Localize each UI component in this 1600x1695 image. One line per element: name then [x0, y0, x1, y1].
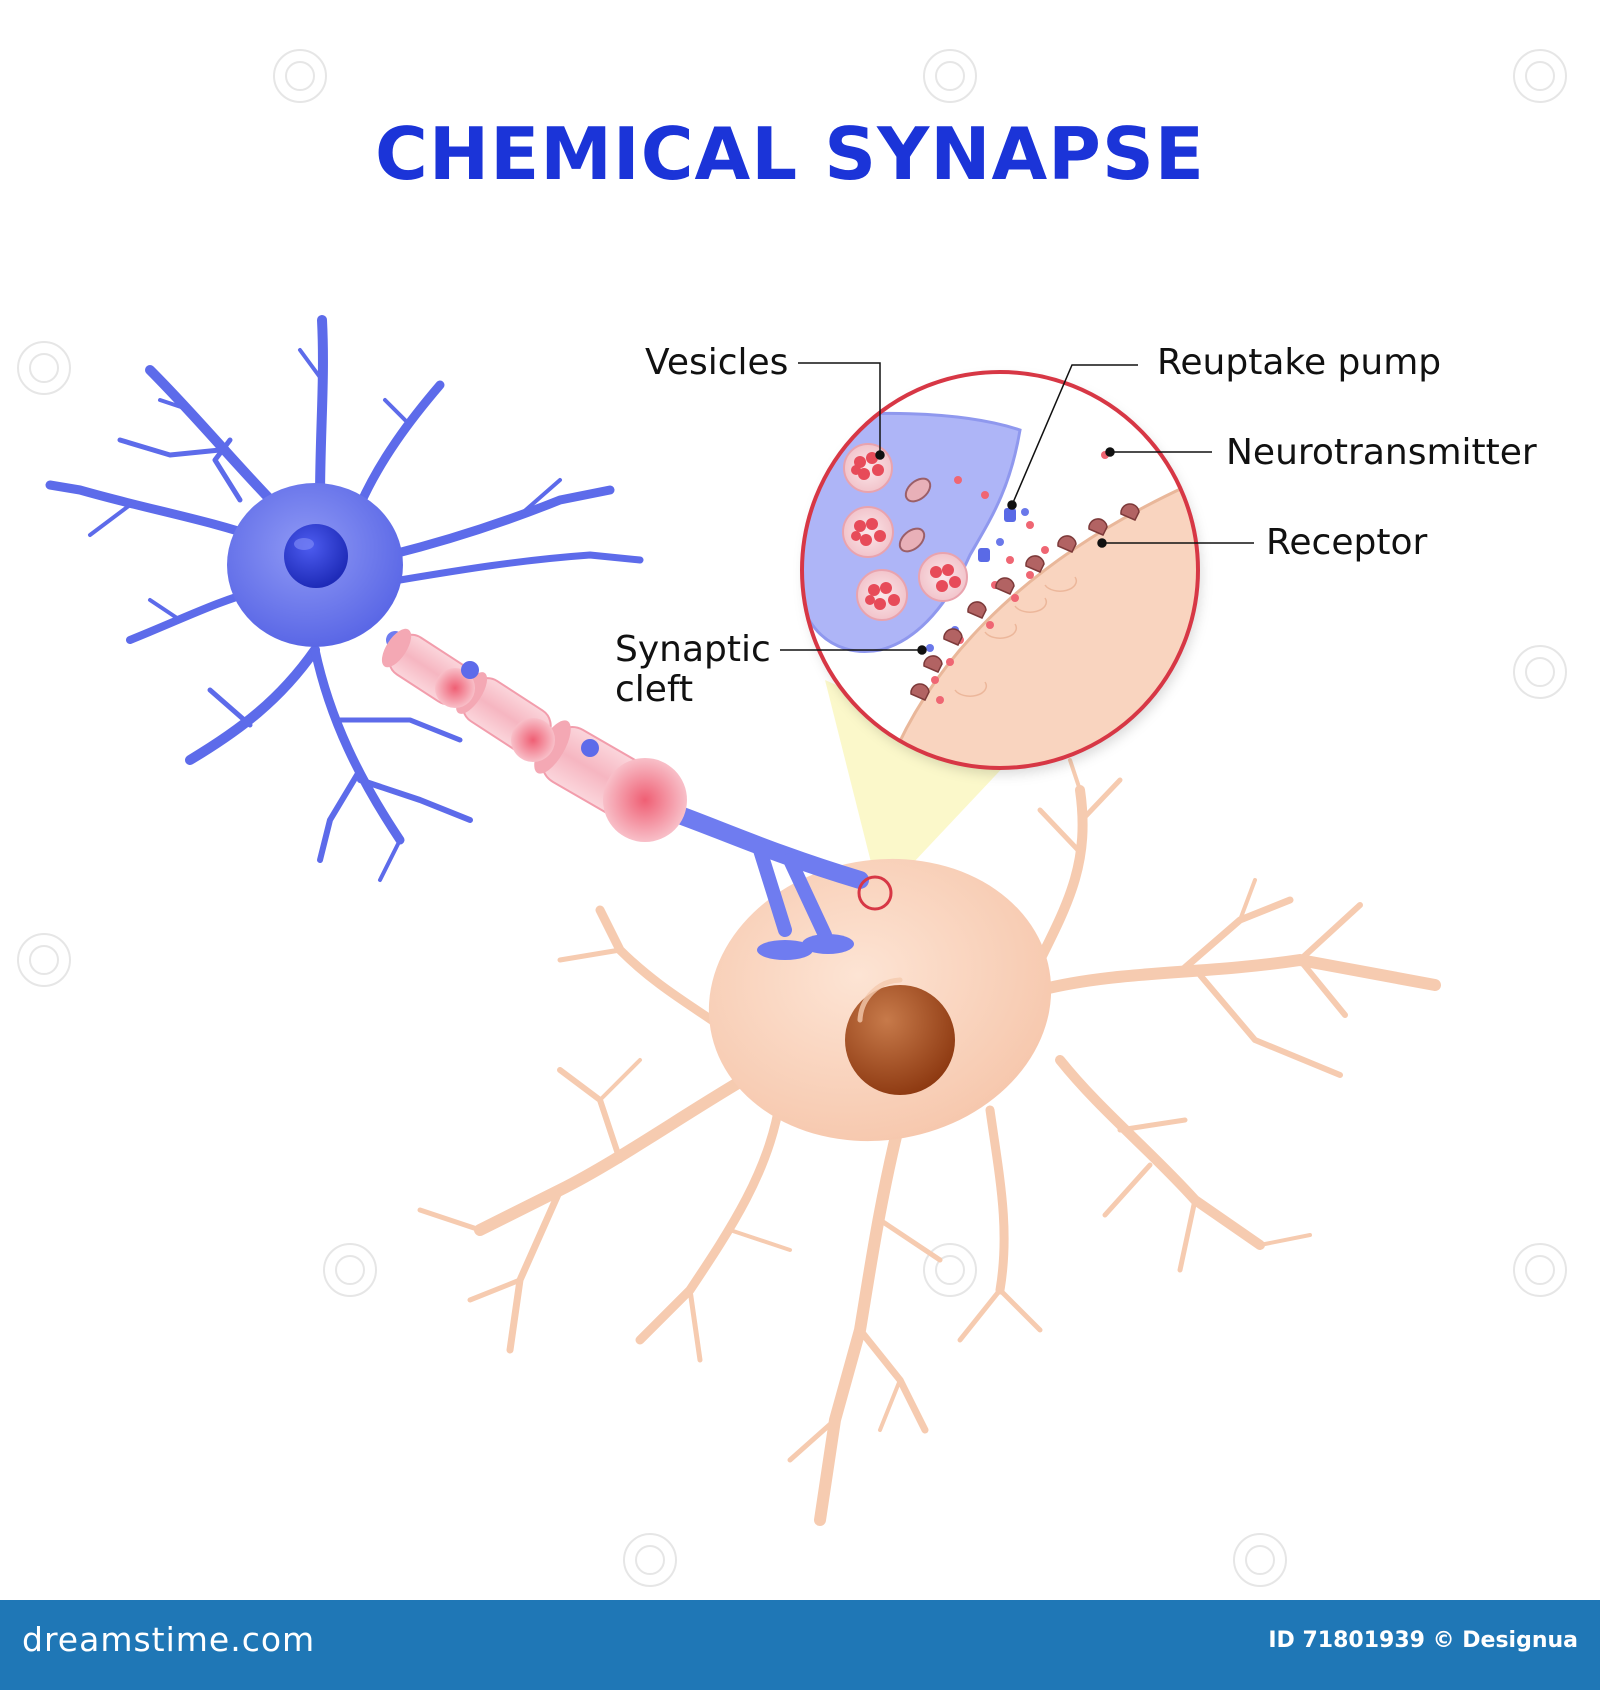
presynaptic-neuron: [45, 315, 893, 960]
axon-terminals: [753, 843, 832, 942]
synapse-highlight-ring: [857, 875, 893, 911]
diagram-title: CHEMICAL SYNAPSE: [374, 112, 1205, 196]
label-vesicles: Vesicles: [645, 342, 789, 383]
presynaptic-nucleus: [284, 524, 348, 588]
postsynaptic-neuron: [417, 758, 1441, 1526]
label-reuptake-pump: Reuptake pump: [1157, 342, 1442, 383]
receptors: [910, 503, 1140, 701]
footer-brand: dreamstime.com: [22, 1620, 316, 1659]
zoom-cone: [825, 680, 1010, 898]
label-synaptic-cleft-line2: cleft: [615, 669, 694, 710]
magnifier-ring: [800, 370, 1200, 770]
footer-image-id: ID 71801939 © Designua: [1268, 1628, 1578, 1653]
label-receptor: Receptor: [1266, 522, 1428, 563]
reuptake-pumps: [978, 508, 1016, 562]
postsynaptic-nucleus: [845, 985, 955, 1095]
nodes-of-ranvier: [435, 661, 687, 842]
label-neurotransmitter: Neurotransmitter: [1226, 432, 1537, 473]
footer-bar: dreamstime.com ID 71801939 © Designua: [0, 1600, 1600, 1690]
watermark-swirls: [17, 49, 1567, 1587]
leader-lines: [780, 362, 1254, 655]
mitochondria: [898, 477, 932, 553]
vesicles: [842, 443, 968, 621]
label-synaptic-cleft-line1: Synaptic: [615, 629, 771, 670]
